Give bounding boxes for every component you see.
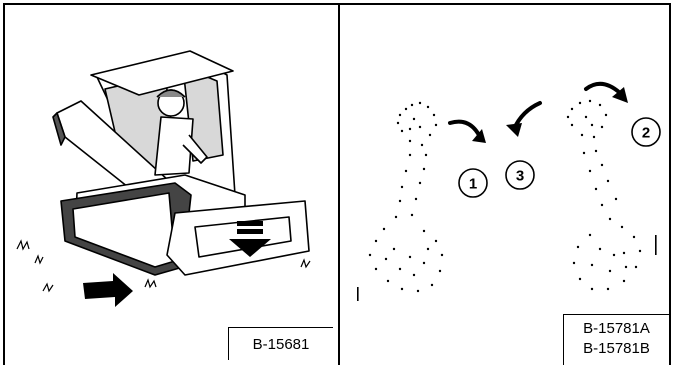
direction-arrow-icon [83, 273, 133, 307]
figure-id-label-a: B-15781A [564, 319, 669, 339]
loader-illustration [5, 5, 338, 365]
callout-3: 3 [506, 161, 534, 189]
arrow-1-path [450, 122, 480, 137]
arrow-2-path [586, 84, 620, 93]
loader-illustration-panel [5, 5, 338, 365]
figure-id-label-pair: B-15781A B-15781B [563, 314, 669, 365]
figure-id-label-b: B-15781B [564, 339, 669, 359]
svg-text:3: 3 [516, 168, 524, 185]
svg-text:1: 1 [469, 176, 477, 193]
left-joystick [357, 102, 443, 301]
callout-2: 2 [632, 118, 660, 146]
svg-text:2: 2 [642, 125, 650, 142]
joystick-illustration: 1 3 2 [340, 5, 669, 365]
arrow-3-head-icon [506, 123, 522, 137]
joystick-illustration-panel: 1 3 2 [340, 5, 669, 365]
figure-id-label: B-15681 [228, 327, 333, 360]
callout-1: 1 [459, 169, 487, 197]
